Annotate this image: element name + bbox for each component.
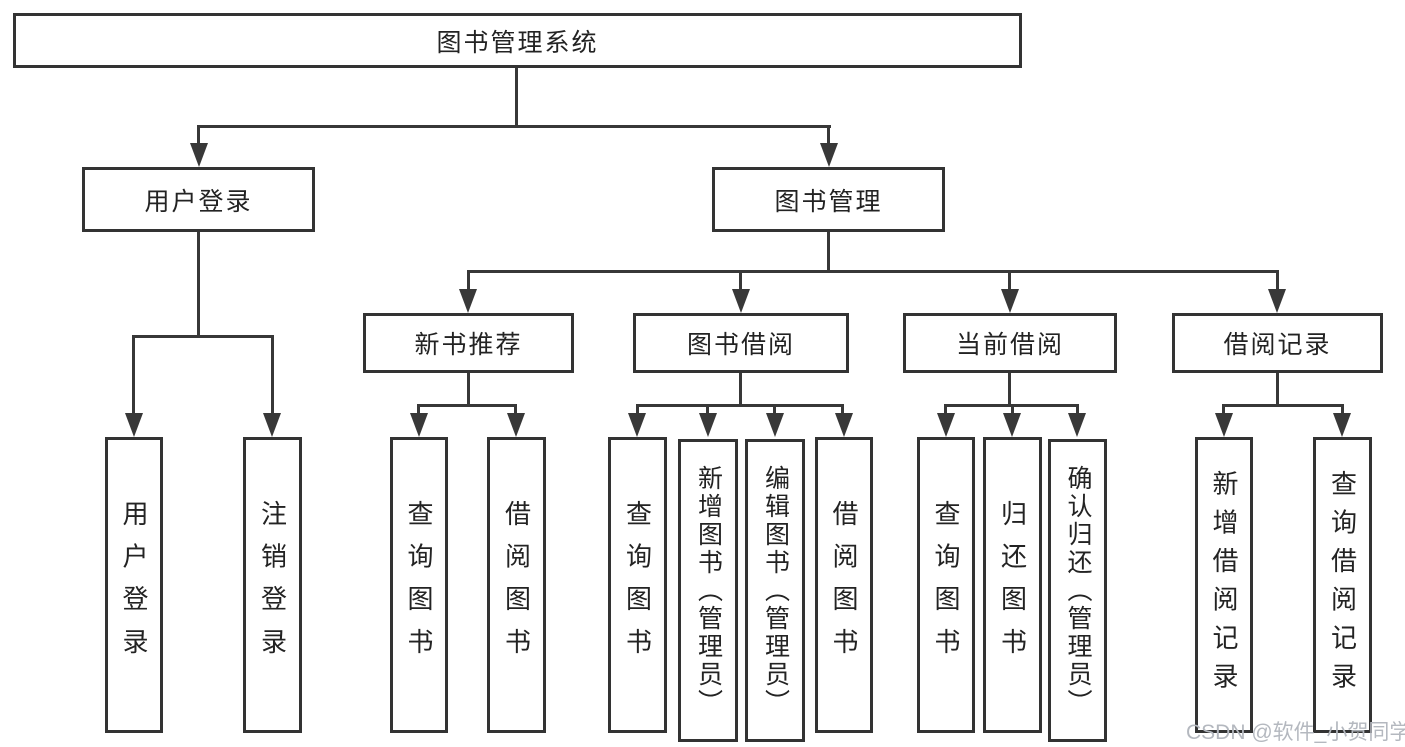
connector-vline [197, 125, 200, 145]
node-library-management-system: 图书管理系统 [13, 13, 1022, 68]
node-leaf-logout: 注销登录 [243, 437, 302, 733]
node-label: 查询图书 [404, 499, 434, 671]
connector-hline [197, 125, 831, 128]
node-current-borrowing: 当前借阅 [903, 313, 1117, 373]
node-label: 图书借阅 [686, 331, 795, 359]
connector-hline [417, 404, 516, 407]
node-leaf-query-books-borrowing: 查询图书 [608, 437, 667, 733]
node-label: 借阅图书 [501, 499, 532, 671]
connector-vline [271, 335, 274, 415]
node-label: 新增图书（管理员） [694, 464, 723, 717]
node-leaf-add-books-admin: 新增图书（管理员） [678, 439, 738, 742]
node-label: 归还图书 [997, 499, 1028, 671]
arrow-down-icon [1003, 413, 1021, 437]
node-leaf-return-books: 归还图书 [983, 437, 1042, 733]
node-leaf-query-books-current: 查询图书 [917, 437, 975, 733]
connector-vline [515, 66, 518, 125]
connector-vline [514, 404, 517, 413]
arrow-down-icon [125, 413, 143, 437]
connector-vline [827, 230, 830, 270]
arrow-down-icon [628, 413, 646, 437]
arrow-down-icon [937, 413, 955, 437]
connector-vline [467, 270, 470, 291]
node-label: 新增借阅记录 [1209, 469, 1239, 701]
node-label: 查询图书 [622, 499, 653, 671]
arrow-down-icon [732, 289, 750, 313]
csdn-watermark: CSDN @软件_小贺同学 [1186, 721, 1405, 744]
arrow-down-icon [1001, 289, 1019, 313]
connector-vline [636, 404, 639, 413]
connector-vline [706, 404, 709, 413]
connector-vline [1011, 404, 1014, 413]
node-leaf-edit-books-admin: 编辑图书（管理员） [745, 439, 805, 742]
node-label: 图书管理 [774, 187, 883, 216]
connector-vline [773, 404, 776, 413]
node-leaf-query-books-recommend: 查询图书 [390, 437, 448, 733]
arrow-down-icon [459, 289, 477, 313]
node-label: 查询图书 [931, 499, 961, 671]
node-label: 确认归还（管理员） [1064, 464, 1092, 717]
node-label: 当前借阅 [955, 331, 1064, 359]
connector-vline [841, 404, 844, 413]
node-leaf-borrow-books-recommend: 借阅图书 [487, 437, 546, 733]
node-leaf-add-borrow-record: 新增借阅记录 [1195, 437, 1253, 733]
arrow-down-icon [1268, 289, 1286, 313]
connector-vline [827, 125, 830, 145]
node-book-management: 图书管理 [712, 167, 945, 232]
node-label: 图书管理系统 [436, 28, 599, 57]
arrow-down-icon [1215, 413, 1233, 437]
connector-vline [1276, 371, 1279, 404]
arrow-down-icon [190, 143, 208, 167]
arrow-down-icon [835, 413, 853, 437]
connector-vline [739, 371, 742, 404]
arrow-down-icon [820, 143, 838, 167]
connector-hline [467, 270, 1278, 273]
connector-vline [132, 335, 135, 415]
connector-vline [417, 404, 420, 413]
connector-vline [467, 371, 470, 404]
arrow-down-icon [766, 413, 784, 437]
node-new-book-recommend: 新书推荐 [363, 313, 574, 373]
connector-vline [1222, 404, 1225, 413]
connector-vline [1008, 371, 1011, 404]
node-leaf-query-borrow-record: 查询借阅记录 [1313, 437, 1372, 733]
node-label: 查询借阅记录 [1327, 469, 1358, 701]
node-leaf-confirm-return-admin: 确认归还（管理员） [1048, 439, 1107, 742]
node-borrowing-records: 借阅记录 [1172, 313, 1383, 373]
connector-hline [132, 335, 273, 338]
connector-vline [739, 270, 742, 291]
connector-vline [197, 230, 200, 335]
arrow-down-icon [507, 413, 525, 437]
node-label: 借阅记录 [1223, 331, 1332, 359]
arrow-down-icon [410, 413, 428, 437]
arrow-down-icon [1333, 413, 1351, 437]
node-label: 借阅图书 [829, 499, 859, 671]
connector-hline [1222, 404, 1343, 407]
node-user-login: 用户登录 [82, 167, 315, 232]
node-label: 用户登录 [119, 499, 149, 671]
connector-vline [944, 404, 947, 413]
arrow-down-icon [263, 413, 281, 437]
node-book-borrowing: 图书借阅 [633, 313, 849, 373]
arrow-down-icon [1068, 413, 1086, 437]
node-leaf-user-login: 用户登录 [105, 437, 163, 733]
connector-vline [1276, 270, 1279, 291]
node-label: 编辑图书（管理员） [761, 464, 790, 717]
connector-hline [636, 404, 844, 407]
connector-vline [1076, 404, 1079, 413]
node-leaf-borrow-books: 借阅图书 [815, 437, 873, 733]
node-label: 用户登录 [144, 187, 253, 216]
connector-vline [1008, 270, 1011, 291]
arrow-down-icon [699, 413, 717, 437]
node-label: 注销登录 [257, 499, 288, 671]
node-label: 新书推荐 [414, 331, 523, 359]
connector-vline [1341, 404, 1344, 413]
